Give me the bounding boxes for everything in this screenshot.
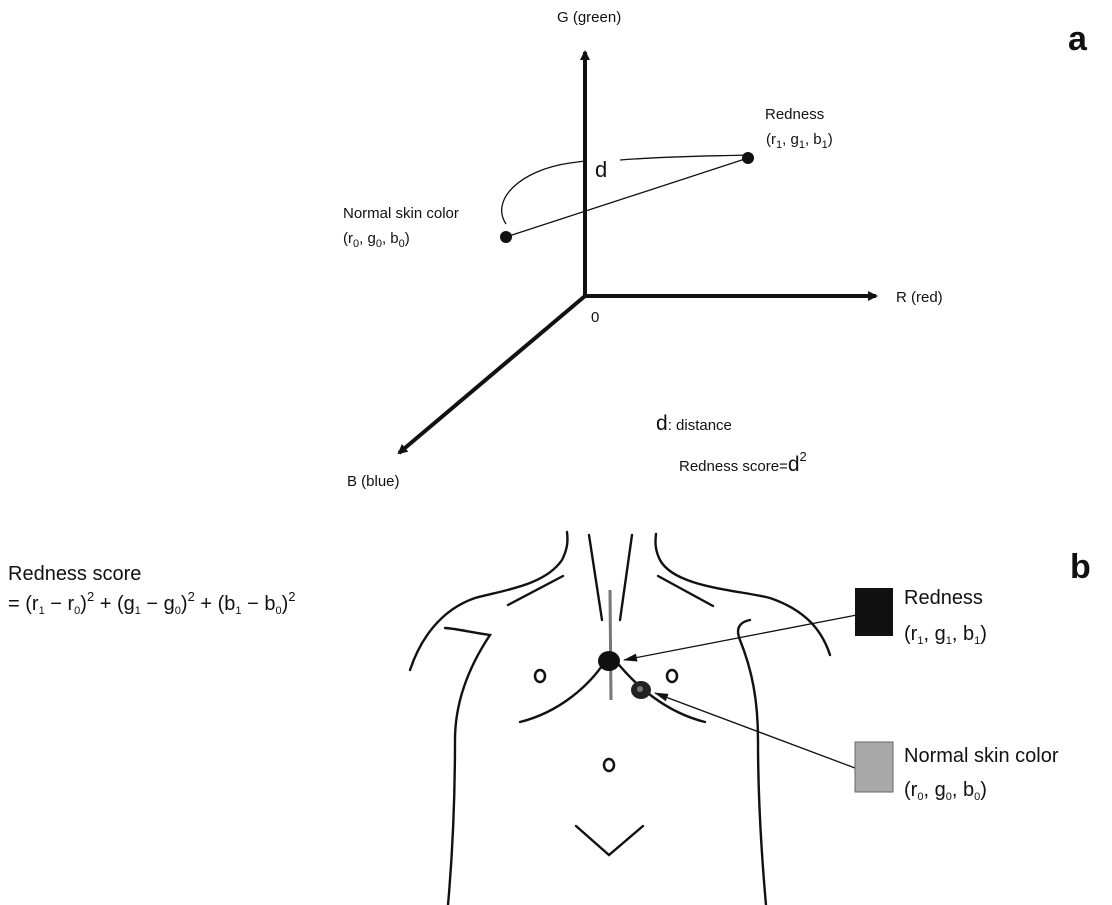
- normal-point-coords: (r0, g0, b0): [343, 230, 410, 250]
- distance-arc-right: [620, 155, 746, 160]
- b-axis-label: B (blue): [347, 473, 400, 490]
- redness-swatch-title: Redness: [904, 587, 983, 609]
- normal-swatch-coords: (r0, g0, b0): [904, 779, 987, 803]
- right-rib-margin: [615, 660, 705, 722]
- navel: [604, 759, 614, 771]
- normal-swatch-title: Normal skin color: [904, 745, 1059, 767]
- g-axis-label: G (green): [557, 9, 621, 26]
- panel-b: b Redness score = (r1 − r0)2 + (g1 − g0)…: [8, 532, 1091, 905]
- left-sternum-line: [589, 535, 602, 620]
- left-body-contour: [445, 628, 490, 905]
- right-nipple: [667, 670, 677, 682]
- b-axis-arrow: [399, 296, 585, 453]
- origin-label: 0: [591, 309, 599, 326]
- redness-score-formula: = (r1 − r0)2 + (g1 − g0)2 + (b1 − b0)2: [8, 589, 295, 617]
- torso-outline: [410, 532, 830, 905]
- right-body-contour: [738, 620, 766, 905]
- panel-label-b: b: [1070, 548, 1091, 586]
- panel-label-a: a: [1068, 20, 1088, 58]
- redness-point: [742, 152, 754, 164]
- distance-legend: d: distance: [656, 412, 732, 435]
- formula-title: Redness score: [8, 563, 141, 585]
- normal-point-title: Normal skin color: [343, 205, 459, 222]
- r-axis-label: R (red): [896, 289, 943, 306]
- redness-score-definition: Redness score=d2: [679, 449, 807, 476]
- panel-a: a G (green) R (red) B (blue) 0 d Redness…: [343, 9, 1088, 490]
- midline: [610, 590, 611, 700]
- redness-point-coords: (r1, g1, b1): [766, 131, 833, 151]
- normal-skin-swatch: [855, 742, 893, 792]
- redness-spot: [598, 651, 620, 671]
- normal-skin-spot-highlight: [637, 686, 643, 692]
- left-rib-margin: [520, 660, 606, 722]
- redness-swatch: [855, 588, 893, 636]
- distance-d-label: d: [595, 157, 607, 182]
- pelvic-v-line: [576, 826, 643, 855]
- redness-swatch-coords: (r1, g1, b1): [904, 623, 987, 647]
- redness-pointer-arrow: [624, 614, 862, 660]
- right-sternum-line: [620, 535, 632, 620]
- distance-arc-left: [502, 161, 585, 224]
- redness-point-title: Redness: [765, 106, 824, 123]
- left-shoulder-contour: [410, 532, 567, 670]
- normal-skin-point: [500, 231, 512, 243]
- left-nipple: [535, 670, 545, 682]
